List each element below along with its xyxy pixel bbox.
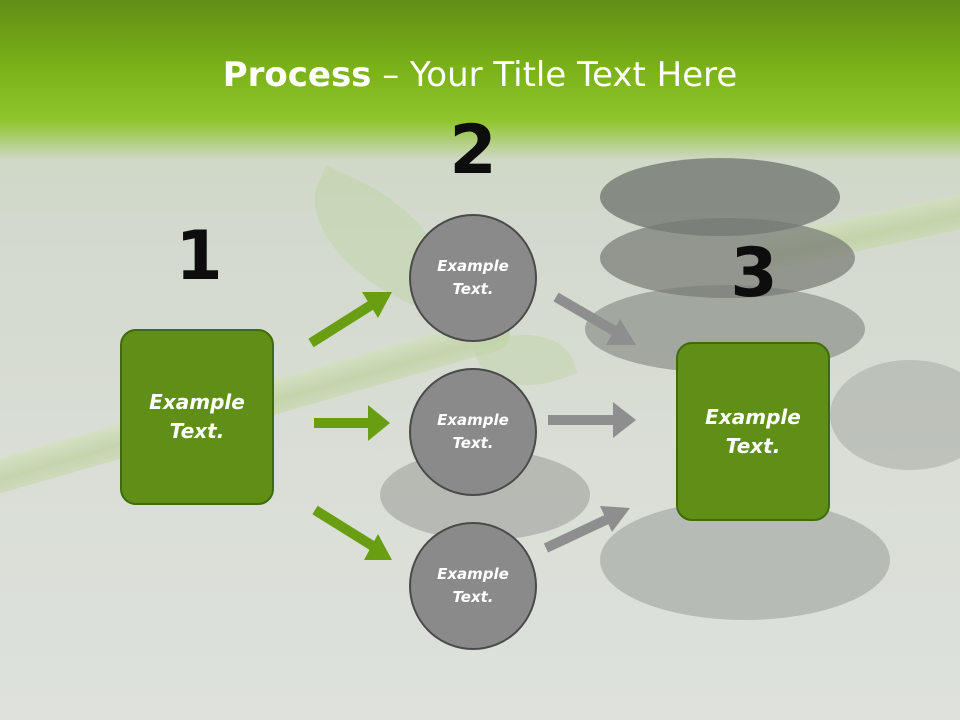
title-rest: – Your Title Text Here <box>371 55 738 95</box>
arrow-from-bottom-circle <box>543 506 630 553</box>
circle-middle[interactable]: Example Text. <box>409 368 537 496</box>
arrow-to-bottom-circle <box>312 505 392 560</box>
header-band <box>0 0 960 160</box>
step-box-1-label: Example Text. <box>149 390 245 443</box>
step-number-3: 3 <box>730 234 778 313</box>
stone-shape <box>830 360 960 470</box>
circle-top[interactable]: Example Text. <box>409 214 537 342</box>
arrow-to-middle-circle <box>314 405 390 441</box>
circle-bottom[interactable]: Example Text. <box>409 522 537 650</box>
step-number-1: 1 <box>175 217 223 296</box>
arrow-from-top-circle <box>553 292 636 345</box>
slide-title: Process – Your Title Text Here <box>0 50 960 100</box>
step-box-3[interactable]: Example Text. <box>676 342 830 521</box>
stone-shape <box>600 218 855 298</box>
circle-top-label: Example Text. <box>437 257 509 298</box>
arrow-from-middle-circle <box>548 402 636 438</box>
arrow-to-top-circle <box>308 292 392 348</box>
step-number-2: 2 <box>449 111 497 190</box>
circle-bottom-label: Example Text. <box>437 565 509 606</box>
circle-middle-label: Example Text. <box>437 411 509 452</box>
step-box-1[interactable]: Example Text. <box>120 329 274 505</box>
title-bold: Process <box>222 55 372 95</box>
step-box-3-label: Example Text. <box>705 404 801 458</box>
